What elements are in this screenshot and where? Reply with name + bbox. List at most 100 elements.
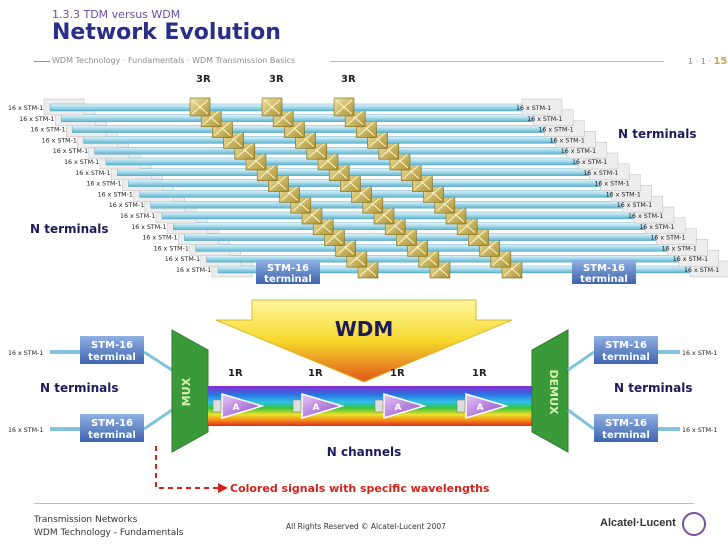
wdm-left-terminal-top-line1: STM-16: [91, 340, 133, 351]
wdm-left-n-terminals: N terminals: [40, 381, 119, 395]
tdm-fiber: [83, 136, 590, 144]
breadcrumb-rule-right: [330, 61, 664, 62]
tdm-left-stm-label: 16 x STM-1: [8, 105, 43, 112]
tdm-left-stm-label: 16 x STM-1: [53, 148, 88, 155]
tdm-fiber: [61, 114, 568, 123]
wdm-right-terminal-top: STM-16 terminal: [594, 336, 658, 364]
tdm-right-terminal-line2: terminal: [580, 274, 628, 285]
tdm-right-stm-label: 16 x STM-1: [606, 191, 641, 198]
n-channels-label: N channels: [327, 445, 401, 459]
amplifier-4-symbol: A: [477, 403, 484, 413]
wdm-left-stm-label-top: 16 x STM-1: [8, 350, 43, 357]
footer-course-subtitle: WDM Technology - Fundamentals: [34, 528, 184, 538]
wdm-right-terminal-bottom: STM-16 terminal: [594, 414, 658, 442]
tdm-fiber: [128, 179, 635, 187]
tdm-right-stm-label: 16 x STM-1: [662, 245, 697, 252]
colored-signals-note: Colored signals with specific wavelength…: [230, 482, 490, 495]
alcatel-lucent-logo: Alcatel·Lucent: [592, 512, 712, 538]
regen-label-3: 3R: [341, 74, 356, 85]
tdm-left-stm-label: 16 x STM-1: [120, 213, 155, 220]
tdm-fiber: [150, 200, 658, 209]
wdm-left-terminal-top: STM-16 terminal: [80, 336, 144, 364]
regen-label-2: 3R: [269, 74, 284, 85]
amp-label-2: 1R: [308, 368, 323, 379]
wdm-right-stm-label-top: 16 x STM-1: [682, 350, 717, 357]
wdm-left-terminal-bottom-line1: STM-16: [91, 418, 133, 429]
tdm-fiber: [184, 233, 691, 241]
mux-label: MUX: [180, 377, 193, 406]
footer-copyright: All Rights Reserved © Alcatel-Lucent 200…: [286, 522, 446, 531]
tdm-left-stm-label: 16 x STM-1: [165, 256, 200, 263]
amp-label-3: 1R: [390, 368, 405, 379]
wdm-arrow: WDM: [215, 299, 513, 383]
tdm-left-stm-label: 16 x STM-1: [19, 116, 54, 123]
logo-text: Alcatel·Lucent: [600, 517, 676, 529]
amplifier-3-symbol: A: [395, 403, 402, 413]
wdm-right-n-terminals: N terminals: [614, 381, 693, 395]
wdm-arrow-label: WDM: [335, 317, 394, 341]
tdm-fiber: [195, 244, 702, 252]
wdm-left-terminal-bottom-line2: terminal: [88, 430, 136, 441]
tdm-right-stm16-terminal: STM-16 terminal: [572, 260, 636, 285]
slide-number: 1 · 1 · 15: [688, 56, 727, 67]
demux-block: DEMUX: [531, 329, 569, 453]
wdm-right-terminal-top-line2: terminal: [602, 352, 650, 363]
tdm-left-stm-label: 16 x STM-1: [98, 191, 133, 198]
tdm-right-stm-label: 16 x STM-1: [628, 213, 663, 220]
slide-number-page: 15: [713, 56, 728, 67]
tdm-left-stm-label: 16 x STM-1: [154, 245, 189, 252]
tdm-right-stm-label: 16 x STM-1: [617, 202, 652, 209]
tdm-right-stm-label: 16 x STM-1: [583, 170, 618, 177]
tdm-fiber-row: 16 x STM-1 16 x STM-1: [176, 259, 728, 279]
tdm-left-stm-label: 16 x STM-1: [75, 170, 110, 177]
tdm-right-stm-label: 16 x STM-1: [527, 116, 562, 123]
amplifier-2-symbol: A: [313, 403, 320, 413]
tdm-left-stm-label: 16 x STM-1: [131, 224, 166, 231]
tdm-fiber: [172, 222, 680, 231]
tdm-left-terminal-line2: terminal: [264, 274, 312, 285]
tdm-left-stm-label: 16 x STM-1: [86, 181, 121, 188]
tdm-fiber: [161, 211, 669, 220]
tdm-right-stm-label: 16 x STM-1: [538, 127, 573, 134]
tdm-left-stm-label: 16 x STM-1: [109, 202, 144, 209]
colored-signals-dashed-arrow: [155, 446, 220, 489]
amplifier-1-symbol: A: [233, 403, 240, 413]
tdm-fiber-row: 16 x STM-1 16 x STM-1: [165, 248, 720, 268]
footer-rule: [34, 503, 694, 504]
tdm-right-n-terminals: N terminals: [618, 127, 697, 141]
wdm-right-terminal-top-line1: STM-16: [605, 340, 647, 351]
amplifier-3: A: [374, 392, 427, 420]
tdm-right-terminal-line1: STM-16: [583, 263, 625, 274]
tdm-right-stm-label: 16 x STM-1: [516, 105, 551, 112]
tdm-right-stm-label: 16 x STM-1: [673, 256, 708, 263]
tdm-fiber: [72, 125, 579, 133]
tdm-left-stm-label: 16 x STM-1: [176, 267, 211, 274]
tdm-left-stm-label: 16 x STM-1: [64, 159, 99, 166]
tdm-fiber-row: 16 x STM-1 16 x STM-1: [8, 97, 563, 117]
amplifier-2: A: [292, 392, 345, 420]
tdm-right-stm-label: 16 x STM-1: [650, 235, 685, 242]
wdm-left-terminal-bottom: STM-16 terminal: [80, 414, 144, 442]
tdm-right-stm-label: 16 x STM-1: [639, 224, 674, 231]
tdm-right-stm-label: 16 x STM-1: [561, 148, 596, 155]
footer-course-title: Transmission Networks: [34, 515, 138, 525]
mux-block: MUX: [171, 329, 209, 453]
tdm-right-stm-label: 16 x STM-1: [684, 267, 719, 274]
tdm-fiber: [105, 157, 613, 166]
page-title: Network Evolution: [52, 20, 281, 45]
tdm-left-stm16-terminal: STM-16 terminal: [256, 260, 320, 285]
amplifier-4: A: [456, 392, 509, 420]
tdm-right-stm-label: 16 x STM-1: [594, 181, 629, 188]
tdm-right-stm-label: 16 x STM-1: [572, 159, 607, 166]
tdm-left-stm-label: 16 x STM-1: [42, 137, 77, 144]
amp-label-1: 1R: [228, 368, 243, 379]
tdm-fiber: [49, 103, 557, 112]
wdm-right-terminal-bottom-line1: STM-16: [605, 418, 647, 429]
slide-number-prefix: 1 · 1 ·: [688, 57, 714, 66]
wdm-right-terminal-bottom-line2: terminal: [602, 430, 650, 441]
demux-label: DEMUX: [547, 369, 560, 415]
tdm-left-n-terminals: N terminals: [30, 222, 109, 236]
logo-ring-icon: [682, 512, 706, 536]
